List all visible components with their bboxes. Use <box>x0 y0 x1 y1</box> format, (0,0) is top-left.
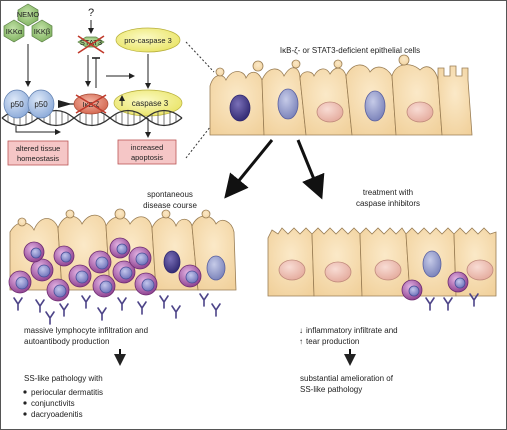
arrow-treatment <box>296 139 325 200</box>
right-title-line1: treatment with <box>363 188 413 197</box>
apoptosis-line1: increased <box>131 143 164 152</box>
right-result-line1: substantial amelioration of <box>300 374 394 383</box>
right-outcome-line1: inflammatory infiltrate and <box>306 326 398 335</box>
left-title-line2: disease course <box>143 201 197 210</box>
lymphocytes-right <box>401 271 469 301</box>
antibodies-left <box>13 293 221 325</box>
left-outcome-line2: autoantibody production <box>24 337 109 346</box>
nemo-label: NEMO <box>17 10 40 19</box>
pathology-item-2: conjunctivits <box>31 399 75 408</box>
homeostasis-line1: altered tissue <box>16 144 61 153</box>
left-pathology-title: SS-like pathology with <box>24 374 103 383</box>
pathology-item-3: dacryoadenitis <box>31 410 83 419</box>
antibodies-right <box>425 293 479 311</box>
right-outcome-arrow-1: ↓ <box>299 326 303 335</box>
pathology-item-1: periocular dermatitis <box>31 388 103 397</box>
right-title-line2: caspase inhibitors <box>356 199 420 208</box>
question-mark: ? <box>88 7 94 19</box>
stat3-node: STAT3 <box>77 35 105 54</box>
header-label: IκB-ζ- or STAT3-deficient epithelial cel… <box>280 46 420 55</box>
arrow-spontaneous <box>224 139 274 199</box>
left-outcome-line1: massive lymphocyte infiltration and <box>24 326 148 335</box>
ikka-label: IKKα <box>6 27 23 36</box>
apoptosis-line2: apoptosis <box>131 153 163 162</box>
treated-tissue <box>267 227 497 297</box>
pathway-inset: NEMO IKKα IKKβ ? STAT3 pro-caspase 3 cas… <box>1 3 183 166</box>
ikk-complex: NEMO IKKα IKKβ <box>3 3 53 43</box>
p50-dimer: p50 p50 <box>3 89 55 119</box>
right-outcome-line2: tear production <box>306 337 359 346</box>
homeostasis-line2: homeostasis <box>17 154 59 163</box>
box-apoptosis: increased apoptosis <box>117 139 177 165</box>
right-outcome-arrow-2: ↑ <box>299 337 303 346</box>
top-epithelium <box>209 54 473 136</box>
right-result-line2: SS-like pathology <box>300 385 362 394</box>
caspase-node: caspase 3 <box>113 89 183 117</box>
p50-left-label: p50 <box>10 100 24 109</box>
pro-caspase-node: pro-caspase 3 <box>115 27 181 53</box>
left-title-line1: spontaneous <box>147 190 193 199</box>
caspase-label: caspase 3 <box>132 99 169 108</box>
ikbz-node: IκB-ζ <box>73 93 109 115</box>
stat3-label: STAT3 <box>80 38 102 47</box>
box-homeostasis: altered tissue homeostasis <box>7 140 69 166</box>
ikkb-label: IKKβ <box>34 27 51 36</box>
pro-caspase-label: pro-caspase 3 <box>124 36 172 45</box>
callout-line-top <box>185 41 215 73</box>
lymphocyte-cluster <box>8 237 221 325</box>
p50-right-label: p50 <box>34 100 48 109</box>
